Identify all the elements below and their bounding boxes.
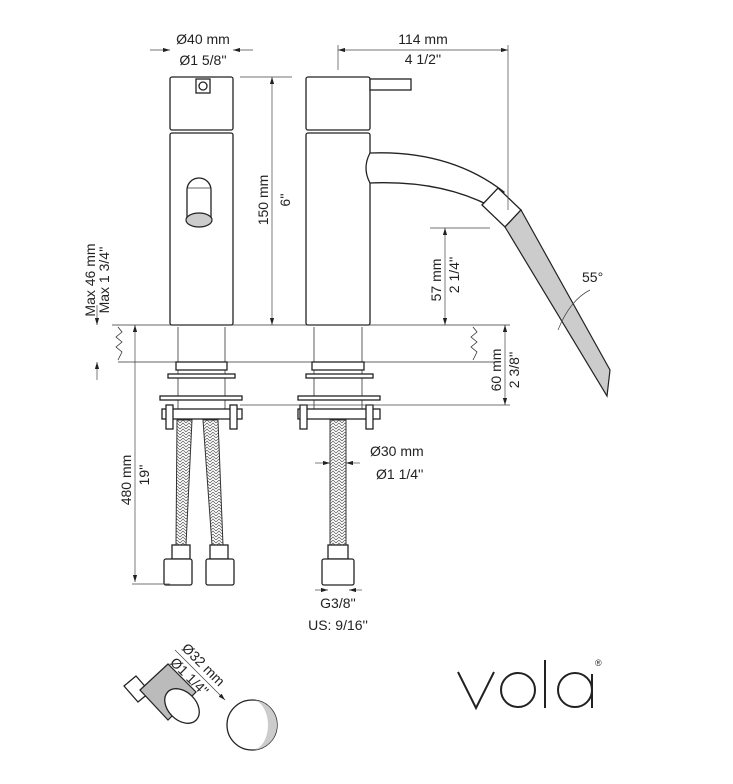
height-in: 6'' <box>277 193 293 206</box>
dimension-lines <box>94 45 591 593</box>
shank-in: 2 3/8'' <box>506 352 522 388</box>
hose-length-in: 19'' <box>136 465 152 486</box>
hole-diameter-mm: Ø30 mm <box>370 443 424 459</box>
reach-mm: 114 mm <box>398 31 448 47</box>
faucet-side-view <box>305 76 611 398</box>
spout-height-mm: 57 mm <box>428 259 444 302</box>
countertop <box>112 324 510 363</box>
hose-length-mm: 480 mm <box>118 455 134 506</box>
max-thickness-mm: Max 46 mm <box>82 243 98 316</box>
registered-mark: ® <box>595 658 602 668</box>
mounting-hardware <box>159 327 381 586</box>
body-diameter-mm: Ø40 mm <box>176 31 230 47</box>
max-thickness-in: Max 1 3/4'' <box>96 247 112 314</box>
drilled-hole-icon <box>226 699 278 751</box>
hole-diameter-in: Ø1 1/4'' <box>376 466 423 482</box>
reach-in: 4 1/2'' <box>405 51 441 67</box>
shank-mm: 60 mm <box>488 349 504 392</box>
spout-height-in: 2 1/4'' <box>446 257 462 293</box>
faucet-front-view <box>169 76 234 326</box>
connection-size-us: US: 9/16'' <box>308 617 368 633</box>
height-mm: 150 mm <box>255 175 271 226</box>
connection-size: G3/8'' <box>320 595 356 611</box>
body-diameter-in: Ø1 5/8'' <box>179 52 226 68</box>
hole-saw-illustration <box>123 649 226 724</box>
angle-label: 55° <box>582 269 603 285</box>
vola-logo: ® <box>457 658 602 711</box>
